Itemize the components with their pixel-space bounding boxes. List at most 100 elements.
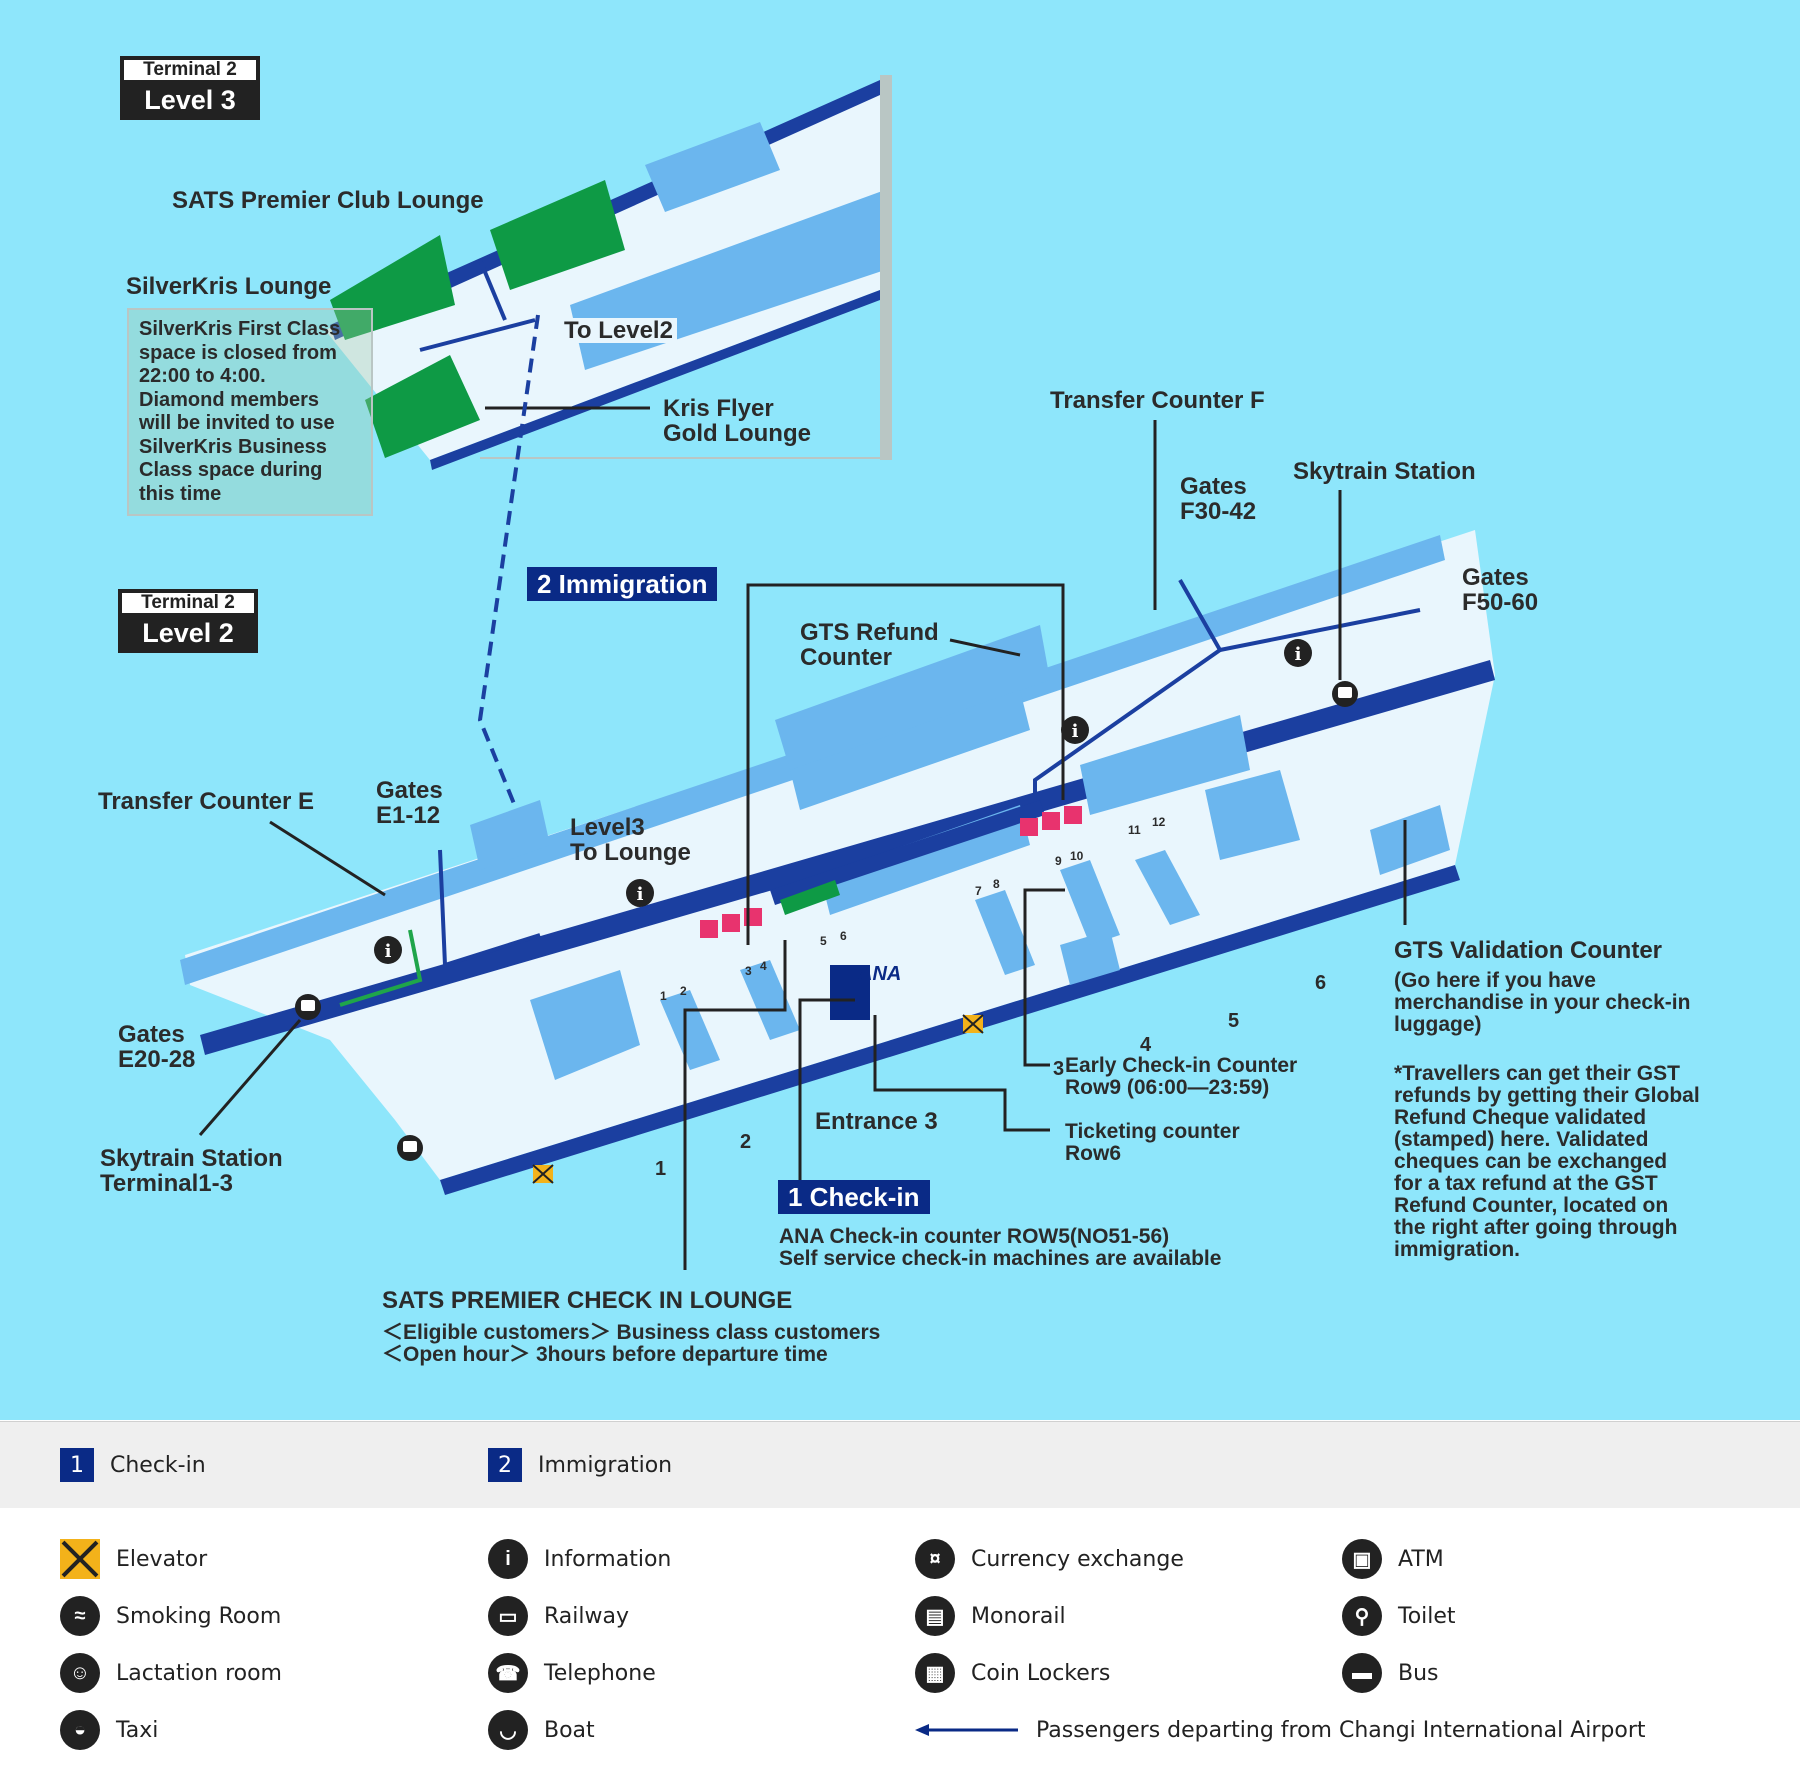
legend-label: Telephone: [544, 1660, 656, 1686]
ana-note: ANA Check-in counter ROW5(NO51-56) Self …: [779, 1225, 1222, 1271]
step-number: 1: [60, 1448, 94, 1482]
svg-text:i: i: [385, 941, 392, 962]
level2-terminal: Terminal 2: [122, 593, 254, 613]
information-icon: i: [374, 936, 402, 964]
legend-telephone: ☎ Telephone: [488, 1651, 656, 1695]
bus-icon: ▬: [1342, 1653, 1382, 1693]
gts-footnote: *Travellers can get their GST refunds by…: [1394, 1062, 1700, 1262]
bus-icon: [397, 1135, 423, 1161]
information-icon: i: [1061, 716, 1089, 744]
sats-premier-club-area: [490, 180, 625, 290]
level2-title: Terminal 2 Level 2: [118, 589, 258, 653]
svg-text:i: i: [1072, 721, 1079, 742]
legend-bus: ▬ Bus: [1342, 1651, 1439, 1695]
legend-label: Boat: [544, 1717, 595, 1743]
currency-exchange-icon: ¤: [915, 1539, 955, 1579]
information-icon: i: [488, 1539, 528, 1579]
smoking-room-icon: ≈: [60, 1596, 100, 1636]
counter-number: 10: [1070, 849, 1084, 863]
counter-number: 5: [1228, 1010, 1239, 1032]
legend-boat: ◡Boat: [488, 1708, 595, 1752]
legend-label: Railway: [544, 1603, 630, 1629]
information-icon: i: [626, 879, 654, 907]
route-arrow-e: [438, 849, 541, 968]
legend-step-immigration: 2 Immigration: [488, 1443, 672, 1487]
level2-level: Level 2: [142, 618, 234, 648]
gates-e1-label: Gates E1-12: [376, 777, 443, 830]
silverkris-lounge-label: SilverKris Lounge: [126, 273, 332, 300]
legend-route: Passengers departing from Changi Interna…: [915, 1708, 1646, 1752]
step-label: Immigration: [538, 1452, 673, 1478]
legend-monorail: ▤Monorail: [915, 1594, 1066, 1638]
silverkris-lounge-area: [330, 235, 455, 340]
legend-smoking: ≈ Smoking Room: [60, 1594, 281, 1638]
level3-title: Terminal 2 Level 3: [120, 56, 260, 120]
gates-f30-label: Gates F30-42: [1180, 473, 1257, 526]
level3-level: Level 3: [144, 85, 236, 115]
elevator-icon: [532, 1164, 554, 1184]
legend-information: i Information: [488, 1537, 671, 1581]
legend-atm: ▣ATM: [1342, 1537, 1444, 1581]
counter-number: 1: [655, 1158, 666, 1180]
legend-taxi: ◒ Taxi: [60, 1708, 158, 1752]
counter-number: 6: [840, 929, 847, 943]
taxi-icon: ◒: [60, 1710, 100, 1750]
legend-steps: 1 Check-in 2 Immigration: [0, 1421, 1800, 1509]
lactation-room-icon: ☺: [60, 1653, 100, 1693]
railway-icon: ▭: [488, 1596, 528, 1636]
legend-label: ATM: [1398, 1546, 1444, 1572]
legend-label: Smoking Room: [116, 1603, 282, 1629]
railway-icon: [1332, 681, 1358, 707]
counter-number: 1: [660, 989, 667, 1003]
legend-coin-lockers: ▦Coin Lockers: [915, 1651, 1110, 1695]
sats-checkin-note: ＜Eligible customers＞ Business class cust…: [382, 1321, 881, 1367]
counter-number: 3: [745, 964, 752, 978]
legend-label: Bus: [1398, 1660, 1439, 1686]
legend-icons: Elevator i Information ¤ Currency exchange…: [0, 1508, 1800, 1779]
ticketing-label: Ticketing counter Row6: [1065, 1120, 1240, 1166]
counter-number: 12: [1152, 815, 1166, 829]
legend-label: Information: [544, 1546, 672, 1572]
legend-label: Lactation room: [116, 1660, 282, 1686]
elevator-icon: [60, 1539, 100, 1579]
kris-flyer-area: [365, 355, 480, 458]
legend-label: Currency exchange: [971, 1546, 1184, 1572]
elevator-icon: [962, 1014, 984, 1034]
legend-lactation: ☺ Lactation room: [60, 1651, 282, 1695]
level3-lounge-label: Level3 To Lounge: [570, 814, 691, 867]
telephone-icon: ☎: [488, 1653, 528, 1693]
counter-number: 3: [1053, 1058, 1064, 1080]
gts-validation-note: (Go here if you have merchandise in your…: [1394, 969, 1691, 1037]
skytrain-t13-label: Skytrain Station Terminal1-3: [100, 1145, 283, 1198]
counter-number: 4: [1140, 1034, 1152, 1056]
legend-label: Taxi: [116, 1717, 159, 1743]
counter-number: 2: [680, 984, 687, 998]
silverkris-note: SilverKris First Class space is closed f…: [127, 308, 373, 516]
counter-number: 7: [975, 884, 982, 898]
level2-plan: i i i i ANA: [180, 420, 1495, 1270]
legend-label: Monorail: [971, 1603, 1066, 1629]
railway-icon: [295, 994, 321, 1020]
counter-number: 9: [1055, 854, 1062, 868]
legend-route-label: Passengers departing from Changi Interna…: [1036, 1717, 1646, 1743]
ana-counter: [830, 965, 870, 1020]
step-label: Check-in: [110, 1452, 206, 1478]
counter-number: 8: [993, 877, 1000, 891]
transfer-counter-e-label: Transfer Counter E: [98, 788, 315, 815]
checkin-badge: 1 Check-in: [778, 1180, 930, 1214]
legend-railway: ▭ Railway: [488, 1594, 629, 1638]
entrance3-label: Entrance 3: [815, 1108, 938, 1135]
toilet-icon: ⚲: [1342, 1596, 1382, 1636]
gates-f50-label: Gates F50-60: [1462, 564, 1539, 617]
legend-elevator: Elevator: [60, 1537, 207, 1581]
coin-lockers-icon: ▦: [915, 1653, 955, 1693]
step-number: 2: [488, 1448, 522, 1482]
legend-label: Toilet: [1398, 1603, 1456, 1629]
gts-refund-label: GTS Refund Counter: [800, 619, 939, 672]
skytrain-station-label: Skytrain Station: [1293, 458, 1476, 485]
legend-label: Elevator: [116, 1546, 208, 1572]
